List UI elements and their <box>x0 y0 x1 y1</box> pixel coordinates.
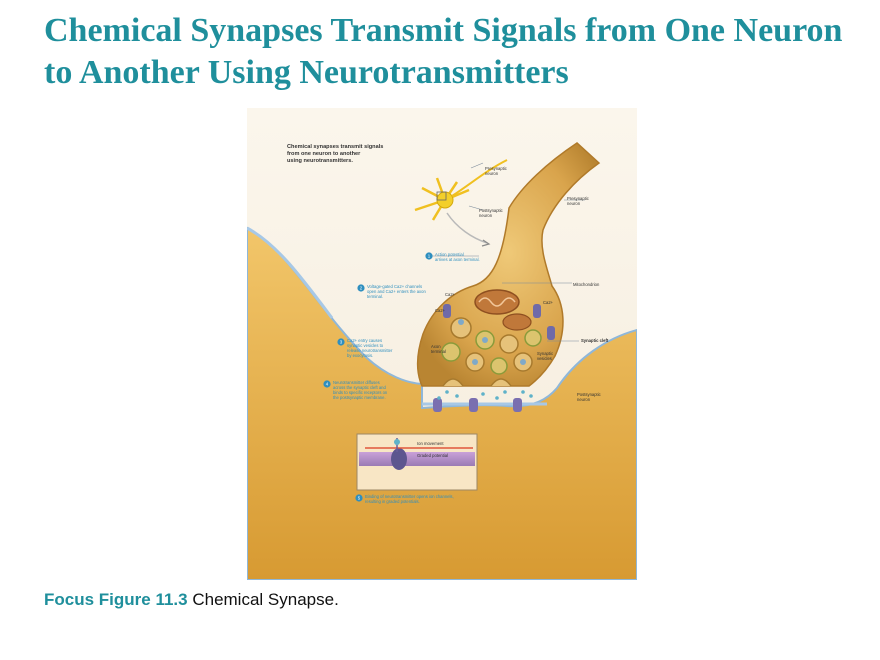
fusing-vesicle-1 <box>442 378 464 387</box>
label-vesicles-1: Synaptic <box>537 351 553 356</box>
label-graded-potential: Graded potential <box>417 453 448 458</box>
mitochondrion-cristae <box>478 297 516 307</box>
svg-text:Ca2+ entry causes: Ca2+ entry causes <box>347 338 382 343</box>
caption-label: Focus Figure 11.3 <box>44 590 188 609</box>
label-postsynaptic-inset-2: neuron <box>479 213 493 218</box>
figure-caption: Focus Figure 11.3 Chemical Synapse. <box>44 590 339 610</box>
slide-title: Chemical Synapses Transmit Signals from … <box>44 12 843 91</box>
step-2: 2 Voltage-gated Ca2+ channels open and C… <box>357 284 426 299</box>
label-presynaptic-2: neuron <box>567 201 581 206</box>
svg-text:Voltage-gated Ca2+ channels: Voltage-gated Ca2+ channels <box>367 284 422 289</box>
step-4: 4 Neurotransmitter diffuses across the s… <box>323 380 388 400</box>
inset-membrane <box>359 452 475 466</box>
ion-particle <box>394 439 400 445</box>
svg-text:arrives at axon terminal.: arrives at axon terminal. <box>435 257 480 262</box>
caption-text: Chemical Synapse. <box>187 590 339 609</box>
calcium-channels <box>443 304 555 340</box>
figure-heading-line-2: from one neuron to another <box>287 151 361 157</box>
label-vesicles-2: vesicles <box>537 356 552 361</box>
svg-text:Action potential: Action potential <box>435 252 464 257</box>
label-ca-2: Ca2+ <box>435 308 446 313</box>
svg-text:release neurotransmitter: release neurotransmitter <box>347 348 393 353</box>
step-1: 1 Action potential arrives at axon termi… <box>425 252 480 262</box>
figure-heading-line-1: Chemical synapses transmit signals <box>287 144 383 150</box>
mitochondrion-2 <box>502 313 532 331</box>
label-presynaptic-inset-1: Presynaptic <box>485 166 507 171</box>
label-presynaptic-inset-2: neuron <box>485 171 499 176</box>
label-ion-movement: Ion movement <box>417 441 444 446</box>
neurotransmitter-molecules <box>437 390 533 400</box>
receptors <box>433 398 522 412</box>
label-presynaptic-1: Presynaptic <box>567 196 589 201</box>
svg-text:Neurotransmitter diffuses: Neurotransmitter diffuses <box>333 380 380 385</box>
step-3: 3 Ca2+ entry causes synaptic vesicles to… <box>337 338 393 358</box>
svg-text:across the synaptic cleft and: across the synaptic cleft and <box>333 385 387 390</box>
mitochondrion-1 <box>474 289 520 315</box>
label-ca-1: Ca2+ <box>445 292 456 297</box>
svg-text:2: 2 <box>360 286 363 291</box>
synapse-figure: Chemical synapses transmit signals from … <box>247 108 637 580</box>
svg-text:5: 5 <box>358 496 361 501</box>
postsynaptic-membrane-edge <box>247 226 334 319</box>
svg-text:binds to specific receptors on: binds to specific receptors on <box>333 390 388 395</box>
synapse-illustration: Chemical synapses transmit signals from … <box>247 108 637 580</box>
fusing-vesicle-2 <box>490 378 512 387</box>
label-axon-terminal-1: Axon <box>431 344 441 349</box>
figure-heading-line-3: using neurotransmitters. <box>287 158 353 164</box>
label-axon-terminal-2: terminal <box>431 349 446 354</box>
inset-neuron <box>414 159 508 247</box>
label-mitochondrion: Mitochondrion <box>573 282 600 287</box>
svg-text:the postsynaptic membrane.: the postsynaptic membrane. <box>333 395 386 400</box>
label-synaptic-cleft: Synaptic cleft <box>581 338 609 343</box>
svg-text:4: 4 <box>326 382 329 387</box>
svg-text:by exocytosis.: by exocytosis. <box>347 353 373 358</box>
synaptic-vesicles-group <box>441 317 542 375</box>
svg-text:terminal.: terminal. <box>367 294 383 299</box>
label-postsynaptic-inset-1: Postsynaptic <box>479 208 503 213</box>
label-postsynaptic-1: Postsynaptic <box>577 392 601 397</box>
svg-text:1: 1 <box>428 254 431 259</box>
step-5: 5 Binding of neurotransmitter opens ion … <box>355 494 454 504</box>
svg-text:synaptic vesicles to: synaptic vesicles to <box>347 343 384 348</box>
inset-ion-channel <box>391 448 407 470</box>
label-postsynaptic-2: neuron <box>577 397 591 402</box>
label-ca-3: Ca2+ <box>543 300 554 305</box>
svg-text:open and Ca2+ enters the axon: open and Ca2+ enters the axon <box>367 289 426 294</box>
svg-text:3: 3 <box>340 340 343 345</box>
svg-text:resulting in graded potentials: resulting in graded potentials. <box>365 499 420 504</box>
callout-lines <box>429 162 585 342</box>
svg-text:Binding of neurotransmitter op: Binding of neurotransmitter opens ion ch… <box>365 494 454 499</box>
